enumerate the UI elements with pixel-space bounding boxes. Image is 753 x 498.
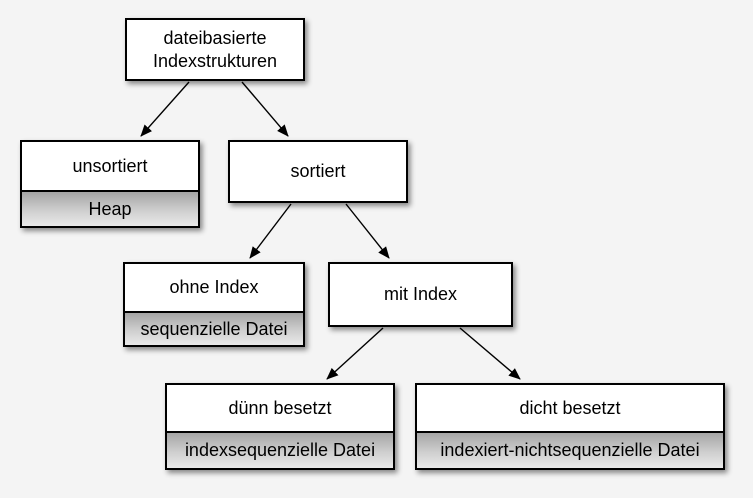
node-dicht-besetzt: dicht besetzt indexiert-nichtsequenziell… <box>415 383 725 470</box>
node-sortiert: sortiert <box>228 140 408 203</box>
node-duenn-besetzt: dünn besetzt indexsequenzielle Datei <box>165 383 395 470</box>
node-sortiert-label: sortiert <box>290 161 346 182</box>
node-mit-index: mit Index <box>328 262 513 327</box>
node-duenn-besetzt-sublabel: indexsequenzielle Datei <box>167 431 393 468</box>
node-root-label: dateibasierte Indexstrukturen <box>152 28 278 71</box>
node-dicht-besetzt-label: dicht besetzt <box>519 397 621 418</box>
node-ohne-index-label: ohne Index <box>169 277 259 298</box>
edge-sortiert-to-ohne-index <box>249 203 292 259</box>
node-duenn-besetzt-label: dünn besetzt <box>228 397 332 418</box>
node-ohne-index-sublabel: sequenzielle Datei <box>125 311 303 345</box>
node-unsortiert-label: unsortiert <box>72 155 148 176</box>
edge-root-to-unsortiert <box>140 81 190 137</box>
node-ohne-index: ohne Index sequenzielle Datei <box>123 262 305 347</box>
node-dicht-besetzt-sublabel: indexiert-nichtsequenzielle Datei <box>417 431 723 468</box>
edge-root-to-sortiert <box>241 81 289 137</box>
edge-sortiert-to-mit-index <box>345 203 390 259</box>
edge-mit-index-to-dicht-besetzt <box>459 327 521 380</box>
edge-mit-index-to-duenn-besetzt <box>326 327 384 380</box>
node-unsortiert-sublabel: Heap <box>22 190 198 226</box>
node-unsortiert: unsortiert Heap <box>20 140 200 228</box>
node-root: dateibasierte Indexstrukturen <box>125 18 305 81</box>
node-mit-index-label: mit Index <box>383 284 458 305</box>
